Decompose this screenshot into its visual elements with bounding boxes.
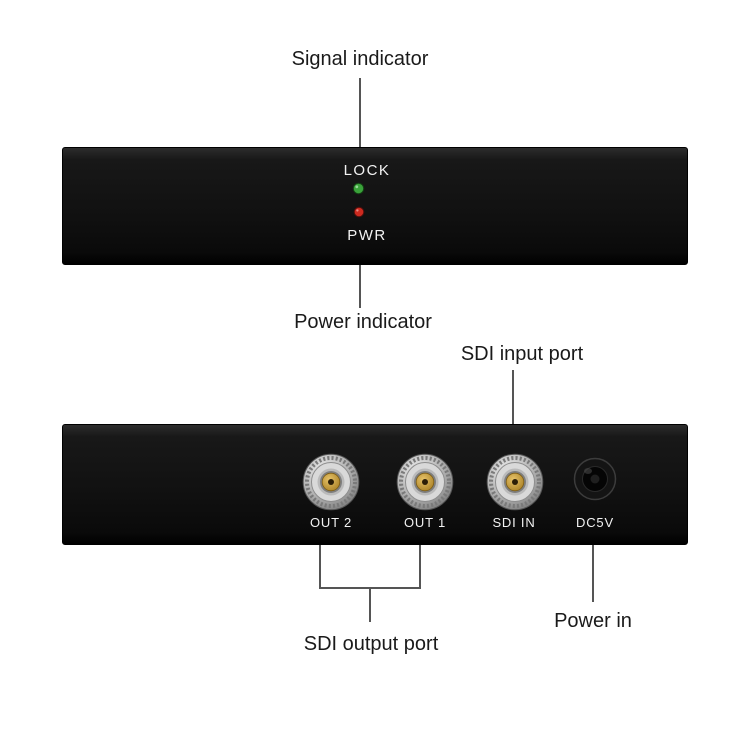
bnc-connector-out1 [396, 453, 454, 511]
signal-led [352, 182, 365, 195]
power-indicator-label: Power indicator [294, 311, 432, 333]
rear-panel: OUT 2 OUT 1 SDI IN DC5V [62, 424, 688, 545]
power-in-label: Power in [554, 610, 632, 632]
power-led [353, 206, 365, 218]
sdi-output-bracket-left-line [319, 545, 321, 589]
port-label-out1: OUT 1 [403, 515, 447, 530]
sdi-output-bracket-bottom-line [319, 587, 421, 589]
power-indicator-callout-line [359, 265, 361, 308]
power-in-callout-line [592, 545, 594, 602]
bnc-connector-out2 [302, 453, 360, 511]
pwr-label: PWR [347, 227, 387, 244]
sdi-input-port-label: SDI input port [460, 343, 584, 365]
signal-indicator-label: Signal indicator [291, 48, 429, 70]
sdi-output-port-label: SDI output port [303, 633, 439, 655]
port-label-sdi-in: SDI IN [492, 515, 536, 530]
dc-power-jack [573, 457, 617, 501]
port-label-out2: OUT 2 [309, 515, 353, 530]
sdi-input-callout-line [512, 370, 514, 424]
front-panel: LOCK PWR [62, 147, 688, 265]
lock-label: LOCK [343, 162, 391, 179]
sdi-output-callout-stem [369, 589, 371, 622]
signal-indicator-callout-line [359, 78, 361, 148]
port-label-dc5v: DC5V [576, 515, 614, 530]
bnc-connector-sdi-in [486, 453, 544, 511]
sdi-output-bracket-right-line [419, 545, 421, 589]
